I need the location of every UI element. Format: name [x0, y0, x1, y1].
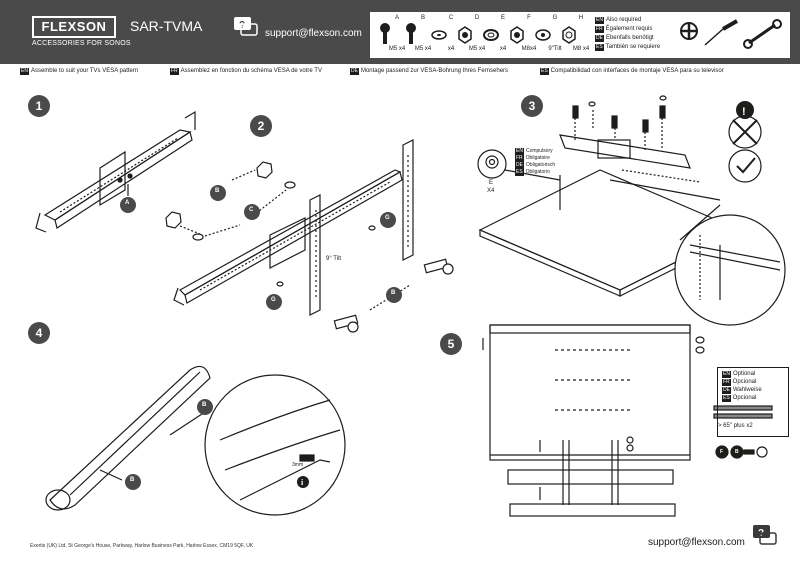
phillips-screwdriver-icon — [680, 22, 698, 40]
model-number: SAR-TVMA — [130, 18, 203, 34]
tilt-washer-icon — [535, 29, 551, 41]
flexson-logo: FLEXSON — [32, 16, 116, 38]
tip-label: 3mm — [292, 462, 304, 468]
part-b: B M5 x4 — [399, 13, 431, 57]
callout-b-step4-top: B — [202, 402, 207, 408]
parts-list: A M5 x4 B M5 x4 C x4 D M5 x4 E x4 F M8x4 — [370, 12, 790, 58]
callout-a: A — [125, 200, 130, 206]
callout-g-right: G — [385, 215, 390, 221]
support-email-bottom[interactable]: support@flexson.com — [648, 537, 745, 548]
header-bar: FLEXSON ACCESSORIES FOR SONOS SAR-TVMA ?… — [0, 0, 800, 64]
svg-text:!: ! — [742, 106, 746, 118]
spanner-icon — [743, 19, 782, 49]
part-g: G 9"Tilt — [531, 13, 562, 57]
callout-b-step4-bottom: B — [130, 477, 135, 483]
part-h: H M8 x4 — [557, 13, 589, 57]
step-3-badge: 3 — [521, 95, 543, 117]
callout-b-bottom: B — [391, 290, 396, 296]
step-5-tv-illustration — [482, 324, 773, 517]
company-address: Exertis (UK) Ltd, St George's House, Par… — [30, 543, 254, 549]
question-chat-icon: ? — [753, 525, 777, 545]
callout-b-top: B — [215, 188, 220, 194]
part-e-label: E — [489, 180, 494, 186]
washer-icon — [431, 30, 447, 40]
screw-icon — [380, 23, 390, 44]
bolt-icon — [406, 23, 416, 44]
callout-g-left: G — [271, 297, 276, 303]
screwdriver-icon — [704, 19, 738, 46]
step-4-soundbar-illustration: i — [45, 365, 346, 516]
step-2-bracket-illustration — [165, 139, 454, 333]
step-1-badge: 1 — [28, 95, 50, 117]
callout-c: C — [249, 207, 254, 213]
nut-icon — [458, 26, 472, 44]
spacer-icon — [483, 29, 499, 41]
step5-part-f: F — [720, 449, 724, 455]
part-f: F M8x4 — [505, 13, 536, 57]
support-contact-bottom: support@flexson.com — [648, 537, 745, 548]
part-d: D M5 x4 — [453, 13, 485, 57]
step-3-shelf-illustration: ! — [477, 95, 786, 326]
large-tv-note: > 65" plus x2 — [718, 423, 753, 429]
part-e: E x4 — [479, 13, 506, 57]
nut-icon — [510, 26, 524, 44]
step-2-badge: 2 — [250, 115, 272, 137]
part-a: A M5 x4 — [373, 13, 405, 57]
step-4-badge: 4 — [28, 322, 50, 344]
nut-icon — [562, 26, 576, 44]
step-1-bracket-illustration — [35, 110, 196, 233]
step-5-badge: 5 — [440, 333, 462, 355]
svg-text:i: i — [301, 478, 304, 487]
part-e-qty: X4 — [487, 188, 495, 194]
logo-subtitle: ACCESSORIES FOR SONOS — [32, 40, 131, 47]
question-chat-icon: ? — [234, 17, 258, 36]
support-email-top[interactable]: support@flexson.com — [265, 28, 362, 39]
part-c: C x4 — [427, 13, 454, 57]
tilt-label: 9° Tilt — [326, 256, 342, 262]
step5-part-b: B — [735, 449, 739, 455]
svg-text:?: ? — [239, 20, 245, 31]
